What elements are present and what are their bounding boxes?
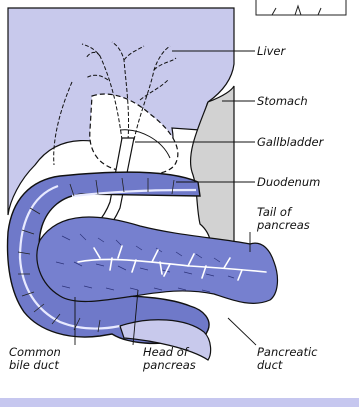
label-pancreatic-duct-line2: duct xyxy=(257,359,317,372)
label-gallbladder: Gallbladder xyxy=(257,136,323,149)
label-liver: Liver xyxy=(257,45,285,58)
label-tail-of-pancreas: Tail of pancreas xyxy=(257,206,310,232)
bottom-accent-bar xyxy=(0,398,359,407)
label-pancreatic-duct: Pancreatic duct xyxy=(257,346,317,372)
label-head-of-pancreas-line2: pancreas xyxy=(143,359,196,372)
label-common-bile-duct: Common bile duct xyxy=(9,346,61,372)
inset-frame xyxy=(256,0,346,15)
label-tail-of-pancreas-line2: pancreas xyxy=(257,219,310,232)
pancreas xyxy=(37,217,278,303)
label-head-of-pancreas: Head of pancreas xyxy=(143,346,196,372)
label-stomach: Stomach xyxy=(257,95,308,108)
label-duodenum: Duodenum xyxy=(257,176,320,189)
label-common-bile-duct-line2: bile duct xyxy=(9,359,61,372)
